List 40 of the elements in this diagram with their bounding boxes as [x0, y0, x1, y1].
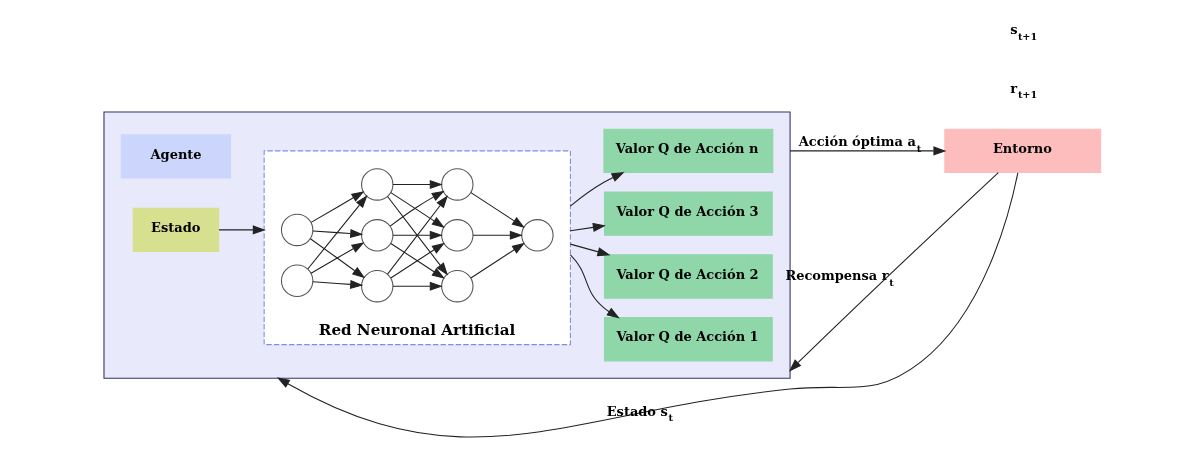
- node-circle: [440, 269, 474, 303]
- cluster: Red Neuronal Artificial: [263, 150, 571, 346]
- arrow: [311, 279, 363, 289]
- arrow: [391, 230, 443, 240]
- node-box: Estado: [132, 207, 219, 253]
- arrow: [569, 172, 625, 207]
- arrow: [469, 242, 525, 279]
- edge-label: Acción óptima a$_{t}$: [798, 134, 921, 154]
- arrow: [389, 242, 445, 279]
- arrow: [217, 225, 266, 235]
- arrow: [391, 281, 443, 291]
- arrow: [276, 172, 1018, 438]
- node-circle: [440, 219, 474, 252]
- node-circle: [360, 269, 393, 303]
- arrow: [472, 230, 523, 240]
- node-box: Agente: [120, 134, 231, 179]
- node-box: Entorno: [943, 128, 1101, 174]
- node-circle: [280, 213, 313, 247]
- label: s$_{t+1}$: [1009, 22, 1037, 42]
- node-circle: [360, 219, 393, 252]
- arrow: [569, 222, 606, 232]
- arrow: [788, 172, 999, 372]
- node-box: Valor Q de Acción 3: [603, 191, 773, 236]
- node-circle: [520, 219, 554, 252]
- arrow: [310, 191, 364, 223]
- arrow: [311, 229, 363, 239]
- arrow: [569, 243, 610, 257]
- arrow: [391, 179, 443, 189]
- edge-label: Estado s$_{t}$: [606, 403, 673, 424]
- node-box: Valor Q de Acción n: [602, 128, 773, 174]
- arrow: [569, 254, 620, 319]
- label: r$_{t+1}$: [1009, 80, 1037, 101]
- node-circle: [360, 168, 393, 201]
- arrow: [789, 146, 946, 156]
- arrow: [306, 195, 368, 270]
- arrow: [469, 192, 525, 228]
- node-box: Valor Q de Acción 1: [603, 317, 773, 362]
- node-box: Valor Q de Acción 2: [603, 254, 773, 299]
- node-circle: [280, 264, 313, 297]
- node-circle: [440, 168, 474, 201]
